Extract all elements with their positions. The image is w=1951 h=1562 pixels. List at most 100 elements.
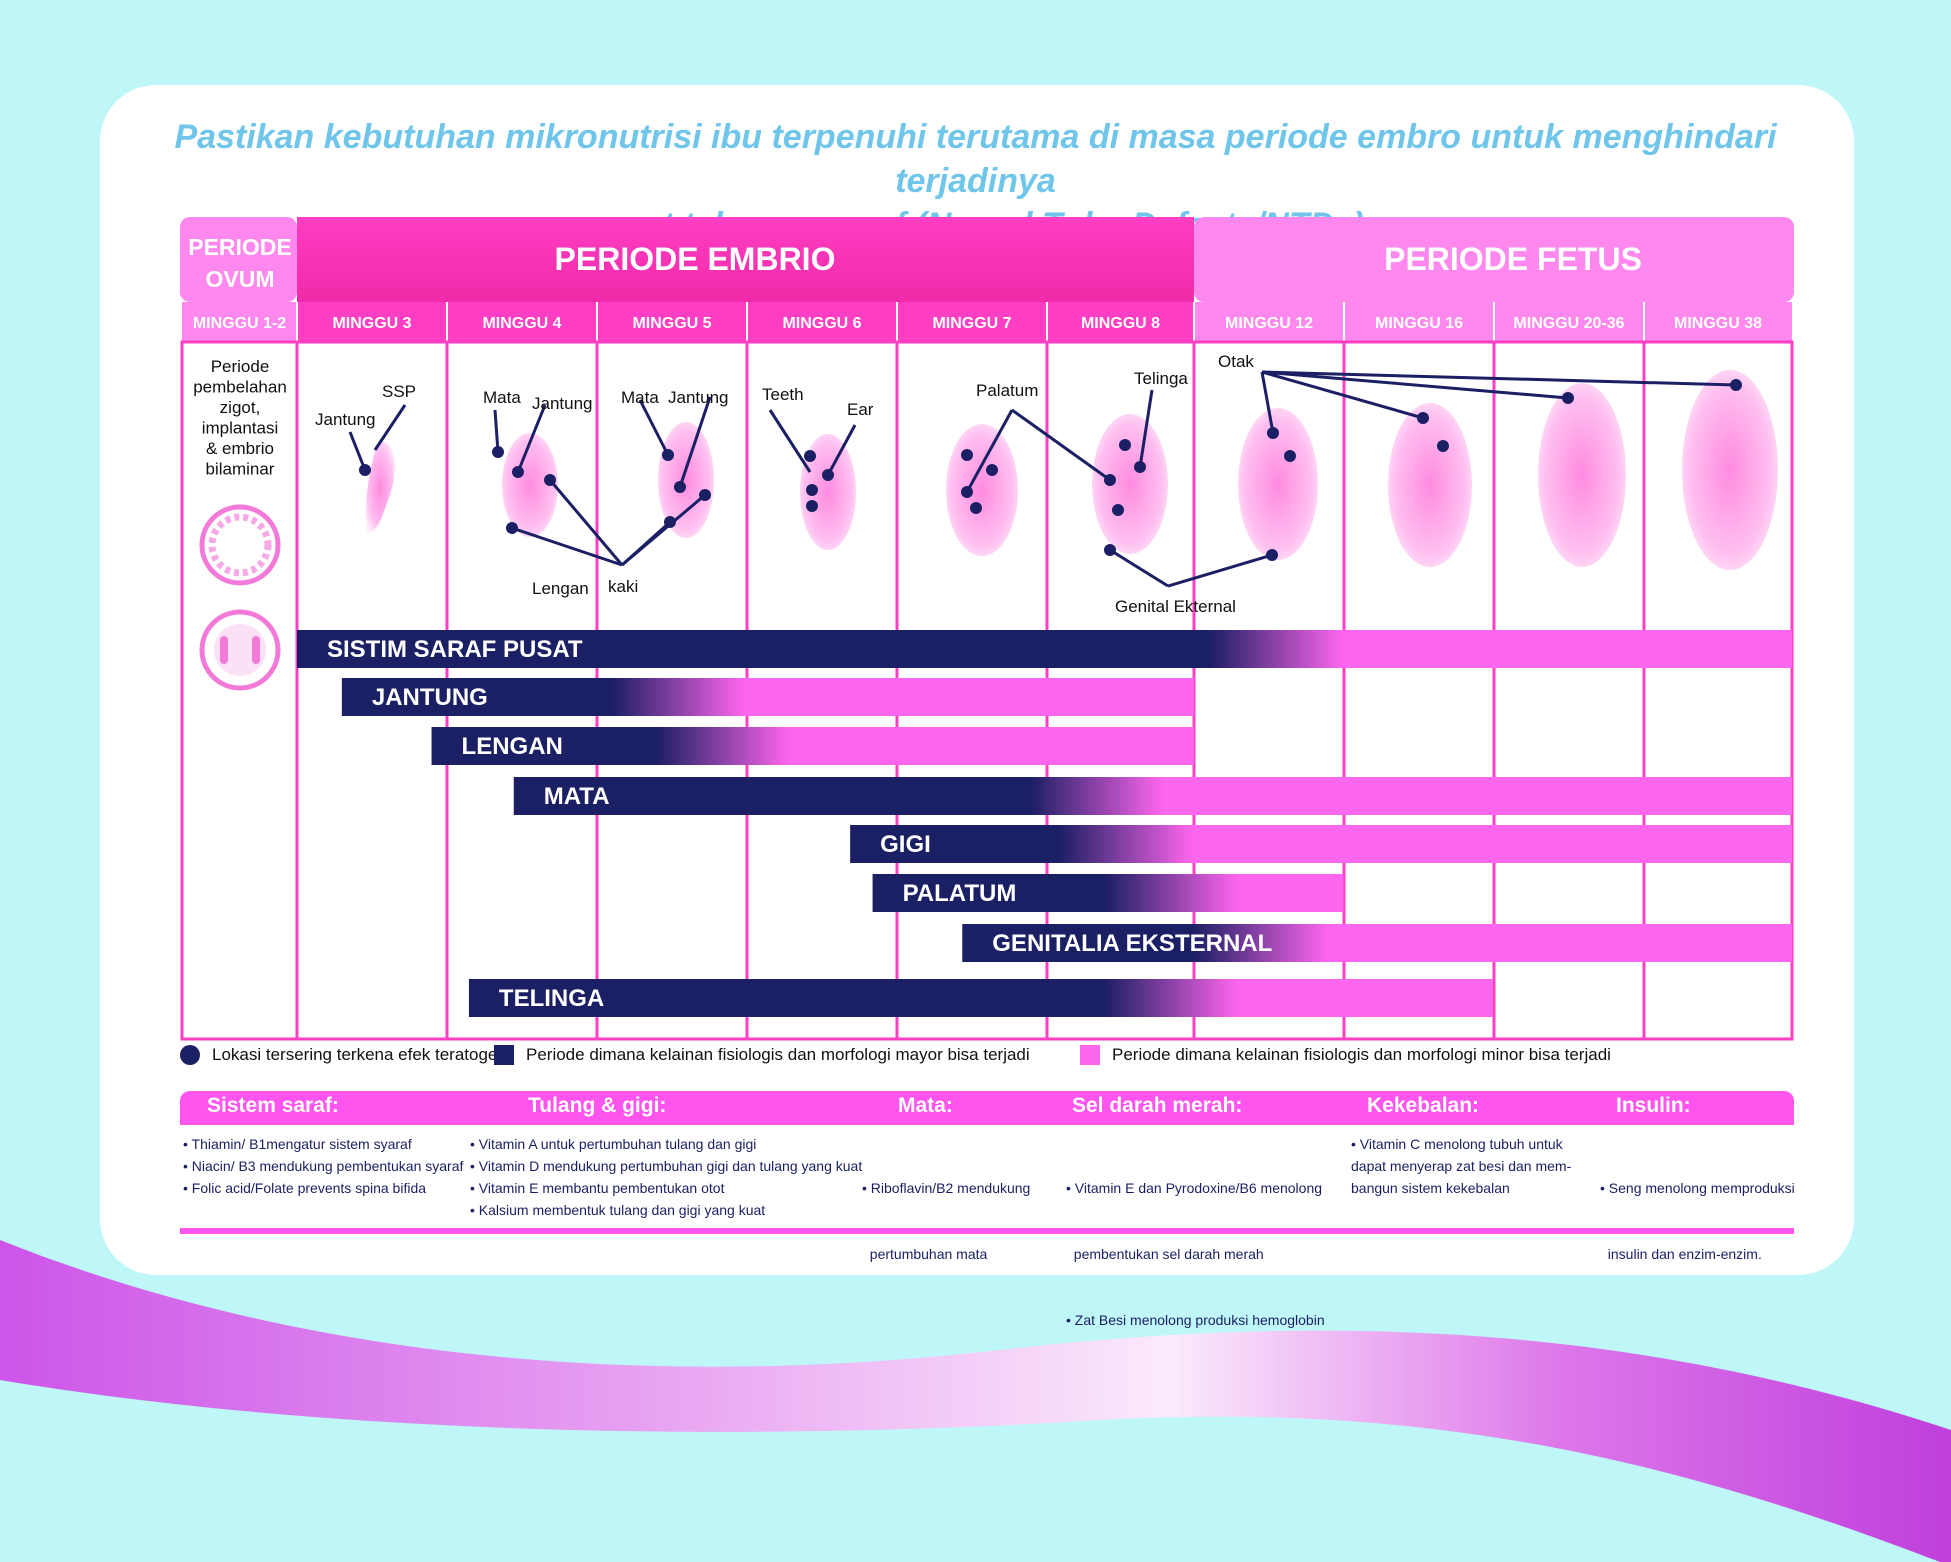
nutrition-item: • Thiamin/ B1mengatur sistem syaraf (183, 1136, 412, 1152)
grid-lines (295, 342, 1646, 1039)
bar-label: GENITALIA EKSTERNAL (992, 930, 1272, 957)
nutrition-list-mata: • Riboflavin/B2 mendukung pertumbuhan ma… (862, 1133, 1030, 1287)
nutrition-item: • Kalsium membentuk tulang dan gigi yang… (470, 1202, 766, 1218)
bar-jantung (341, 678, 1195, 716)
week-cell (747, 302, 897, 342)
nutrition-list-darah: • Vitamin E dan Pyrodoxine/B6 menolong p… (1066, 1133, 1325, 1353)
bar-label: TELINGA (499, 985, 604, 1012)
bar-label: PALATUM (903, 880, 1017, 907)
bottom-rule (180, 1228, 1794, 1234)
label-otak: Otak (1218, 352, 1254, 371)
week-cell (1344, 302, 1494, 342)
legend-major-swatch (494, 1045, 514, 1065)
label-genital-ekternal: Genital Ekternal (1115, 597, 1236, 616)
ovum-text-line: & embrio (206, 439, 274, 458)
ovum-text-line: bilaminar (206, 460, 275, 479)
bar-telinga (468, 979, 1493, 1017)
nutrition-heading-kekebalan: Kekebalan: (1367, 1094, 1480, 1117)
nutrition-item: • Vitamin A untuk pertumbuhan tulang dan… (470, 1136, 757, 1152)
nutrition-item: pertumbuhan mata (862, 1246, 988, 1262)
ovum-text-line: implantasi (202, 419, 279, 438)
nutrition-heading-saraf: Sistem saraf: (207, 1094, 339, 1117)
nutrition-item: • Riboflavin/B2 mendukung (862, 1180, 1031, 1196)
label-jantung-w3: Jantung (315, 410, 376, 429)
legend-dot-item: Lokasi tersering terkena efek teratogen (180, 1040, 507, 1070)
nutrition-item: insulin dan enzim-enzim. (1600, 1246, 1762, 1262)
week-label: MINGGU 8 (1081, 315, 1160, 332)
nutrition-item: • Vitamin C menolong tubuh untuk (1351, 1136, 1563, 1152)
bar-lengan (431, 727, 1194, 765)
legend-dot-swatch (180, 1045, 200, 1065)
blastocyst-icon (199, 609, 281, 691)
bar-label: SISTIM SARAF PUSAT (327, 636, 583, 663)
label-jantung-w4: Jantung (532, 394, 593, 413)
fetus-header-block (1194, 217, 1794, 302)
label-kaki: kaki (608, 577, 638, 596)
legend-minor-item: Periode dimana kelainan fisiologis dan m… (1080, 1040, 1611, 1070)
label-telinga: Telinga (1134, 369, 1188, 388)
ovum-header-2: OVUM (206, 266, 275, 292)
nutrition-item: • Seng menolong memproduksi (1600, 1180, 1795, 1196)
label-ssp: SSP (382, 382, 416, 401)
nutrition-item: • Folic acid/Folate prevents spina bifid… (183, 1180, 427, 1196)
nutrition-heading-mata: Mata: (898, 1094, 953, 1117)
week-label: MINGGU 16 (1375, 315, 1463, 332)
nutrition-item: • Vitamin E dan Pyrodoxine/B6 menolong (1066, 1180, 1323, 1196)
title-line-1: Pastikan kebutuhan mikronutrisi ibu terp… (174, 118, 1777, 200)
week-label: MINGGU 6 (782, 315, 861, 332)
nutrition-item: • Vitamin D mendukung pertumbuhan gigi d… (470, 1158, 863, 1174)
week-cell (597, 302, 747, 342)
label-ear: Ear (847, 400, 874, 419)
label-teeth: Teeth (762, 385, 804, 404)
label-mata-w4: Mata (483, 388, 521, 407)
week-label: MINGGU 1-2 (193, 315, 286, 332)
nutrition-item: bangun sistem kekebalan (1351, 1180, 1510, 1196)
ovum-header-1: PERIODE (188, 234, 292, 260)
embryo-week7 (946, 424, 1018, 556)
fetus-week38 (1682, 370, 1778, 570)
teratogen-dots (359, 379, 1742, 561)
week-label: MINGGU 3 (332, 315, 411, 332)
ovum-text-line: pembelahan (193, 378, 287, 397)
nutrition-list-insulin: • Seng menolong memproduksi insulin dan … (1600, 1133, 1795, 1287)
week-label: MINGGU 4 (482, 315, 561, 332)
bar-palatum (872, 874, 1344, 912)
week-cell (182, 302, 297, 342)
nutrition-item: dapat menyerap zat besi dan mem- (1351, 1158, 1572, 1174)
legend-minor-swatch (1080, 1045, 1100, 1065)
embrio-header-block (297, 217, 1194, 302)
legend-major-label: Periode dimana kelainan fisiologis dan m… (526, 1045, 1030, 1064)
nutrition-list-kekebalan: • Vitamin C menolong tubuh untuk dapat m… (1351, 1133, 1571, 1199)
embryo-week6 (800, 434, 856, 550)
bar-label: LENGAN (462, 733, 563, 760)
embrio-header: PERIODE EMBRIO (555, 241, 836, 277)
grid-frame (180, 340, 1794, 1041)
nutrition-list-saraf: • Thiamin/ B1mengatur sistem syaraf • Ni… (183, 1133, 463, 1199)
week-label: MINGGU 38 (1674, 315, 1762, 332)
organ-labels: Jantung SSP Mata Jantung Mata Jantung Le… (315, 352, 1254, 616)
bar-gigi (850, 825, 1792, 863)
nutrition-item: pembentukan sel darah merah (1066, 1246, 1264, 1262)
week-cell (897, 302, 1047, 342)
nutrition-item: • Niacin/ B3 mendukung pembentukan syara… (183, 1158, 464, 1174)
week-cell (297, 302, 447, 342)
embryo-week4 (502, 433, 558, 537)
week-cell (1047, 302, 1194, 342)
legend-major-item: Periode dimana kelainan fisiologis dan m… (494, 1040, 1030, 1070)
week-cell (1644, 302, 1792, 342)
bar-mata (513, 777, 1792, 815)
embryo-week3 (365, 441, 395, 534)
bar-sistim-saraf-pusat (297, 630, 1792, 668)
nutrition-heading-insulin: Insulin: (1616, 1094, 1691, 1117)
label-mata-w5: Mata (621, 388, 659, 407)
embryo-illustrations (365, 370, 1778, 570)
week-label: MINGGU 7 (932, 315, 1011, 332)
embryo-week8 (1092, 414, 1168, 554)
week-cell (1494, 302, 1644, 342)
week-label: MINGGU 20-36 (1513, 315, 1624, 332)
fetus-week20-36 (1538, 383, 1626, 567)
week-label: MINGGU 12 (1225, 315, 1313, 332)
